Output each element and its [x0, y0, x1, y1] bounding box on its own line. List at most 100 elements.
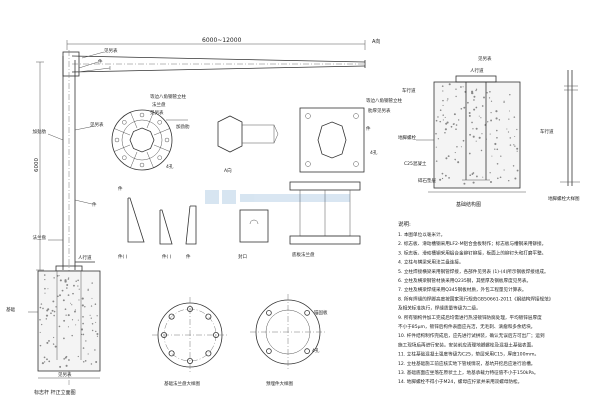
note-line: 6. 立柱及横梁钢管材质采用Q235钢，其壁厚及钢板厚度见另表。: [398, 277, 531, 284]
concrete-aggregate: [64, 279, 67, 282]
arm-joint-octagon: [217, 115, 243, 153]
arm-stub: [241, 124, 275, 144]
bolt-hole: [186, 357, 193, 364]
concrete-aggregate: [59, 294, 61, 297]
concrete-aggregate: [61, 289, 64, 292]
square-plate-octagon: [317, 121, 347, 159]
concrete-aggregate: [491, 155, 493, 157]
concrete-aggregate: [442, 99, 444, 102]
concrete-aggregate: [463, 106, 466, 109]
leader: [47, 133, 64, 141]
concrete-aggregate: [39, 318, 41, 321]
concrete-aggregate: [455, 95, 457, 98]
watermark-mark: [205, 190, 219, 204]
concrete-aggregate: [472, 181, 475, 184]
concrete-aggregate: [509, 93, 511, 96]
concrete-aggregate: [446, 121, 449, 124]
concrete-aggregate: [77, 285, 79, 287]
note-line: 不小于85μm，镀锌后构件表面应光洁，无毛刺、滴瘤和多余结块。: [398, 323, 535, 330]
bolt-hole: [160, 331, 167, 338]
bolt-hole: [139, 162, 145, 168]
concrete-aggregate: [53, 314, 55, 317]
bolt-hole: [212, 331, 219, 338]
stiffener-note: 加劲肋: [176, 123, 190, 130]
concrete-aggregate: [94, 349, 96, 351]
see-design-note: 见另表: [90, 121, 104, 128]
concrete-aggregate: [67, 278, 70, 280]
concrete-aggregate: [57, 295, 59, 298]
concrete-aggregate: [437, 116, 439, 118]
leader: [74, 199, 93, 205]
concrete-aggregate: [82, 360, 85, 363]
concrete-aggregate: [480, 117, 482, 119]
concrete-aggregate: [87, 289, 89, 291]
concrete-aggregate: [89, 314, 91, 316]
arm-stub-end: [273, 124, 279, 135]
concrete-aggregate: [65, 314, 67, 316]
concrete-aggregate: [516, 169, 519, 172]
concrete-aggregate: [70, 302, 72, 304]
stiffener-rib: [130, 151, 138, 168]
flange-inner-circle: [121, 119, 163, 161]
concrete-aggregate: [444, 174, 447, 177]
concrete-aggregate: [472, 135, 475, 138]
concrete-aggregate: [513, 116, 516, 118]
concrete-aggregate: [516, 147, 519, 150]
concrete-aggregate: [463, 182, 466, 185]
concrete-aggregate: [45, 314, 49, 317]
bolt-hole: [122, 155, 127, 160]
concrete-aggregate: [63, 357, 66, 360]
concrete-aggregate: [82, 347, 85, 349]
flange-bolt-holes: [114, 112, 170, 168]
height-dimension-text: 6000: [34, 158, 40, 172]
concrete-label: C25混凝土: [404, 160, 427, 167]
concrete-aggregate: [490, 100, 493, 102]
concrete-aggregate: [480, 149, 483, 152]
foundation-section-block: [433, 81, 521, 189]
concrete-aggregate: [72, 292, 74, 295]
concrete-aggregate: [475, 106, 478, 109]
concrete-aggregate: [475, 140, 477, 142]
concrete-aggregate: [507, 179, 510, 182]
concrete-aggregate: [509, 144, 512, 146]
concrete-aggregate: [435, 160, 438, 162]
concrete-aggregate: [483, 96, 485, 99]
concrete-aggregate: [59, 279, 62, 282]
concrete-aggregate: [495, 117, 498, 120]
concrete-aggregate: [90, 305, 93, 307]
concrete-aggregate: [475, 175, 478, 178]
concrete-aggregate: [437, 138, 440, 140]
concrete-aggregate: [462, 86, 464, 88]
embed-flange-plan: 锚固板 4孔 预埋件大样图: [250, 294, 328, 387]
concrete-aggregate: [482, 176, 484, 178]
note-line: 2. 标志板、滑动槽钢采用LF2-M铝合金板制作；标志板与槽钢采用铆接。: [398, 240, 546, 247]
concrete-aggregate: [516, 150, 518, 152]
bolt-holes-label: 4孔: [312, 347, 320, 354]
anchor-plate-label: 锚固板: [314, 309, 328, 316]
bolt-hole: [266, 310, 272, 316]
foundation-section: 见另表 车行道 人行道 地脚螺栓 C25混凝土 碎石垫层 基础结构图: [398, 55, 526, 208]
concrete-aggregate: [96, 335, 99, 337]
concrete-aggregate: [435, 146, 437, 148]
concrete-aggregate: [456, 145, 458, 148]
concrete-aggregate: [498, 119, 501, 121]
concrete-aggregate: [55, 306, 57, 308]
concrete-aggregate: [469, 133, 472, 136]
cap-cutout: [249, 219, 259, 225]
concrete-aggregate: [506, 128, 508, 130]
concrete-aggregate: [91, 329, 94, 332]
bolt-hole: [157, 155, 162, 160]
see-design-note: 见另表: [104, 47, 118, 54]
notes-lines: 1. 本图单位以毫米计。2. 标志板、滑动槽钢采用LF2-M铝合金板制作；标志板…: [398, 231, 553, 385]
concrete-aggregate: [95, 321, 97, 323]
concrete-aggregate: [435, 119, 438, 122]
concrete-aggregate: [469, 174, 472, 177]
stiffener-rib: [153, 144, 170, 152]
concrete-aggregate: [509, 137, 512, 139]
rib-part-1: [127, 197, 145, 243]
concrete-aggregate: [457, 161, 460, 164]
bolt-hole: [139, 112, 145, 118]
flange-stiffener-ribs: [114, 112, 170, 168]
concrete-aggregate: [67, 277, 70, 279]
concrete-aggregate: [468, 152, 471, 155]
